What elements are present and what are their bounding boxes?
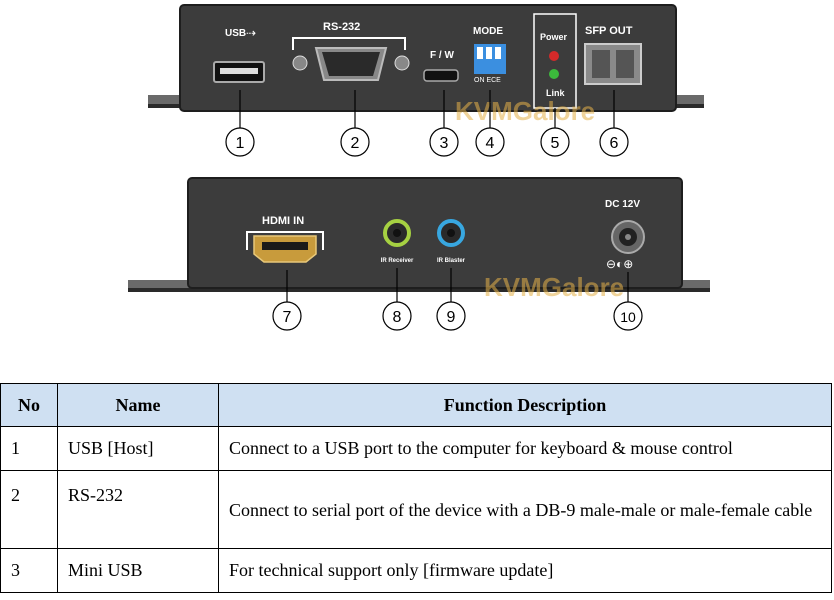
device-panels-svg: USB ⇢ RS-232 F / W MODE ON ECE Power Lin… xyxy=(128,4,710,331)
watermark-top: KVMGalore xyxy=(455,96,595,126)
row-name: USB [Host] xyxy=(57,426,219,471)
table-row: 3 Mini USB For technical support only [f… xyxy=(0,548,832,593)
mini-usb-port xyxy=(423,69,459,82)
svg-text:7: 7 xyxy=(283,309,292,326)
row-no: 1 xyxy=(0,426,58,471)
callout-markers-top: 1 2 3 4 5 6 xyxy=(225,127,629,157)
svg-text:3: 3 xyxy=(440,135,449,152)
mode-label: MODE xyxy=(473,26,503,37)
row-description: Connect to serial port of the device wit… xyxy=(218,470,832,549)
mode-switch-text: ON ECE xyxy=(474,77,501,84)
row-description: Connect to a USB port to the computer fo… xyxy=(218,426,832,471)
svg-text:4: 4 xyxy=(486,135,495,152)
usb-label: USB xyxy=(225,28,246,39)
top-device-panel: USB ⇢ RS-232 F / W MODE ON ECE Power Lin… xyxy=(148,4,704,126)
callouts-bottom xyxy=(286,268,629,302)
table-header-row: No Name Function Description xyxy=(0,383,832,427)
callout-3: 3 xyxy=(429,127,459,157)
callouts-top xyxy=(239,90,615,128)
function-table: No Name Function Description 1 USB [Host… xyxy=(0,383,832,593)
col-header-name: Name xyxy=(57,383,219,427)
callout-8: 8 xyxy=(382,301,412,331)
rs232-label: RS-232 xyxy=(323,21,360,33)
callout-9: 9 xyxy=(436,301,466,331)
svg-text:9: 9 xyxy=(447,309,456,326)
callout-7: 7 xyxy=(272,301,302,331)
callout-10: 10 xyxy=(613,301,643,331)
row-no: 2 xyxy=(0,470,58,549)
ir-receiver-label: IR Receiver xyxy=(381,258,414,264)
callout-6: 6 xyxy=(599,127,629,157)
svg-text:6: 6 xyxy=(610,135,619,152)
callout-1: 1 xyxy=(225,127,255,157)
watermark-bottom: KVMGalore xyxy=(484,272,624,302)
callout-2: 2 xyxy=(340,127,370,157)
svg-text:1: 1 xyxy=(236,135,245,152)
table-row: 2 RS-232 Connect to serial port of the d… xyxy=(0,470,832,549)
hdmi-label: HDMI IN xyxy=(262,215,304,227)
sfp-label: SFP OUT xyxy=(585,25,633,37)
ir-blaster-label: IR Blaster xyxy=(437,258,466,264)
dc-label: DC 12V xyxy=(605,199,640,210)
svg-text:2: 2 xyxy=(351,135,360,152)
callout-5: 5 xyxy=(540,127,570,157)
col-header-no: No xyxy=(0,383,58,427)
row-description: For technical support only [firmware upd… xyxy=(218,548,832,593)
callout-markers-bottom: 7 8 9 10 xyxy=(272,301,643,331)
table-row: 1 USB [Host] Connect to a USB port to th… xyxy=(0,426,832,471)
power-label: Power xyxy=(540,32,568,42)
fw-label: F / W xyxy=(430,50,454,61)
polarity-icon: ⊖◐⊕ xyxy=(606,257,633,271)
bottom-device-panel: HDMI IN IR Receiver IR Blaster DC 12V ⊖◐… xyxy=(128,177,710,302)
link-led xyxy=(549,69,559,79)
usb-symbol-icon: ⇢ xyxy=(246,26,256,40)
svg-text:10: 10 xyxy=(620,309,636,325)
col-header-description: Function Description xyxy=(218,383,832,427)
row-name: RS-232 xyxy=(57,470,219,549)
row-name: Mini USB xyxy=(57,548,219,593)
link-label: Link xyxy=(546,88,565,98)
row-no: 3 xyxy=(0,548,58,593)
device-diagram: USB ⇢ RS-232 F / W MODE ON ECE Power Lin… xyxy=(128,4,710,331)
svg-text:5: 5 xyxy=(551,135,560,152)
callout-4: 4 xyxy=(475,127,505,157)
power-led xyxy=(549,51,559,61)
svg-text:8: 8 xyxy=(393,309,402,326)
